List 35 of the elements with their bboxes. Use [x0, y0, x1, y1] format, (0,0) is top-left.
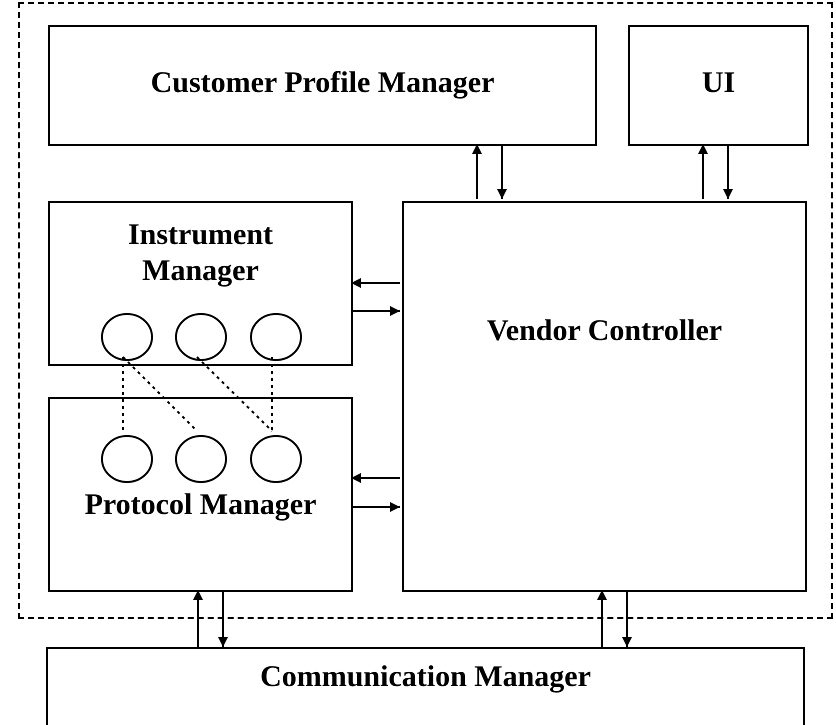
arrow	[597, 590, 607, 647]
port-circle	[101, 435, 153, 483]
port-circle	[175, 313, 227, 361]
port-circle	[101, 313, 153, 361]
component-box	[48, 201, 353, 366]
component-label: Communication Manager	[259, 659, 592, 695]
component-label: Customer Profile Manager	[150, 65, 496, 101]
component-box	[628, 25, 809, 146]
port-circle	[175, 435, 227, 483]
component-label: Protocol Manager	[84, 487, 318, 523]
arrow	[351, 278, 400, 288]
arrow	[698, 144, 708, 199]
arrow	[351, 473, 400, 483]
component-box	[48, 25, 597, 146]
arrow	[193, 590, 203, 647]
dotted-line	[122, 356, 198, 432]
component-box	[402, 201, 807, 592]
port-circle	[250, 313, 302, 361]
dotted-line	[122, 357, 124, 431]
component-label: UI	[700, 65, 736, 101]
arrow	[472, 144, 482, 199]
component-label: Vendor Controller	[486, 313, 724, 349]
system-boundary	[18, 2, 833, 619]
arrow	[622, 590, 632, 647]
arrow	[351, 306, 400, 316]
component-box	[46, 647, 805, 725]
dotted-line	[271, 357, 273, 431]
arrow	[351, 502, 400, 512]
port-circle	[250, 435, 302, 483]
arrow	[497, 144, 507, 199]
component-box	[48, 397, 353, 592]
arrow	[218, 590, 228, 647]
component-label: Instrument Manager	[126, 217, 274, 289]
arrow	[723, 144, 733, 199]
dotted-line	[196, 356, 273, 432]
